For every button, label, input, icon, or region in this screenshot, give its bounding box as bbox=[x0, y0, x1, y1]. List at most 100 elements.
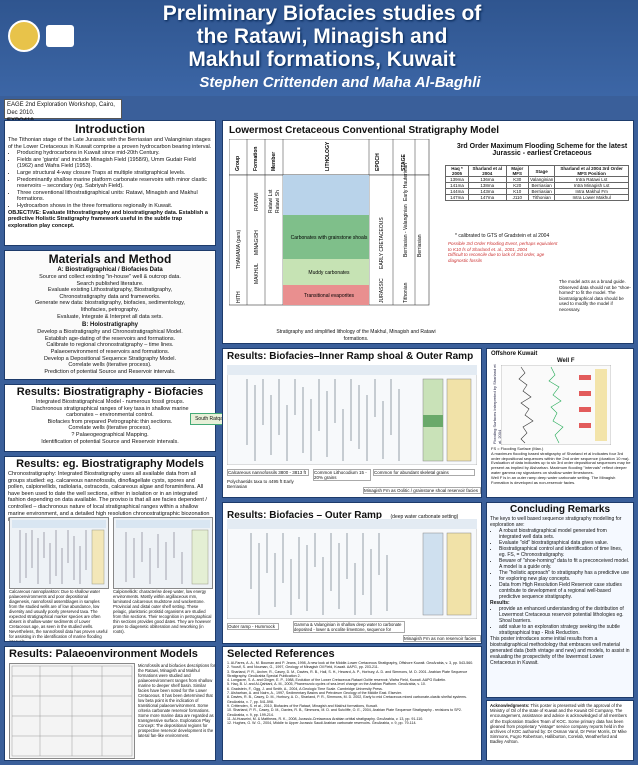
table-header-row: Haq * 2005 Sharland et al 2004 Major MFS… bbox=[444, 165, 629, 177]
list-item: Hydrocarbon shows in the three formation… bbox=[17, 203, 212, 210]
well-log-figure bbox=[501, 365, 611, 445]
outer-note-right: Minagish Fm as non reservoir facies bbox=[403, 635, 481, 642]
list-item: 12. Hughes, G. W. G., 2004, Middle to Up… bbox=[227, 721, 417, 726]
title-line-1: Preliminary Biofacies studies of bbox=[162, 2, 482, 25]
conclusions-intro: The keys to well based sequence stratigr… bbox=[490, 516, 622, 528]
results-models-panel: Results: eg. Biostratigraphy Models Chro… bbox=[4, 456, 216, 642]
header-lithology: LITHOLOGY bbox=[325, 141, 331, 171]
header-member: Member bbox=[271, 152, 277, 171]
stratigraphy-panel: Lowermost Cretaceous Conventional Strati… bbox=[222, 120, 634, 344]
column-header: Stage bbox=[528, 165, 556, 177]
list-item: Three conventional lithostratigraphical … bbox=[17, 190, 212, 203]
member-ratawi-sh: Ratawi Sh bbox=[275, 190, 281, 213]
intro-bullets: Producing hydrocarbons in Kuwait since m… bbox=[8, 150, 212, 209]
conclusions-results-label: Results: bbox=[490, 600, 510, 606]
list-item: Evaluate "old" biostratigraphical data g… bbox=[499, 540, 630, 546]
outer-ramp-panel: Results: Biofacies – Outer Ramp (deep wa… bbox=[222, 502, 482, 644]
stratigraphy-title: Lowermost Cretaceous Conventional Strati… bbox=[229, 125, 500, 136]
list-item: Source and collect existing "in-house" w… bbox=[39, 274, 181, 280]
shoal-highlight bbox=[423, 415, 443, 427]
zone-column bbox=[446, 532, 472, 616]
palaeo-title: Results: Palaeoenvironment Models bbox=[9, 648, 198, 660]
acknowledgments-body: This poster is presented with the approv… bbox=[490, 703, 627, 745]
conclusions-title: Concluding Remarks bbox=[509, 504, 611, 515]
header-stage: STAGE bbox=[401, 153, 407, 171]
methods-a-list: Source and collect existing "in-house" w… bbox=[5, 274, 215, 320]
list-item: Evaluate existing Lithostratigraphy, Bio… bbox=[47, 287, 173, 294]
stratigraphy-caption: Stratigraphy and simplified lithology of… bbox=[276, 329, 436, 342]
lithology-makhul bbox=[283, 259, 369, 285]
header-group: Group bbox=[235, 156, 241, 171]
table-cell: Berriasian bbox=[528, 182, 556, 189]
references-list: 1. Al-Fares, A. A., M. Bouman and P. Jea… bbox=[223, 661, 481, 725]
flood-annotation: Possible 3rd Order Flooding Event, perha… bbox=[448, 241, 558, 263]
list-item: ? Palaeogeographical Mapping. bbox=[71, 431, 149, 438]
table-cell: Valanginian bbox=[528, 176, 556, 183]
title-line-3: Makhul formations, Kuwait bbox=[188, 48, 456, 71]
inner-ramp-panel: Results: Biofacies–Inner Ramp shoal & Ou… bbox=[222, 348, 482, 498]
zone-column bbox=[595, 369, 607, 441]
list-item: A robust biostratigraphical model genera… bbox=[499, 528, 630, 540]
header-formation: Formation bbox=[253, 147, 259, 171]
offshore-title: Offshore Kuwait bbox=[491, 351, 538, 357]
introduction-text: The Tithonian stage of the Late Jurassic… bbox=[5, 137, 215, 229]
offshore-panel: Offshore Kuwait Well F Flooding Surfaces… bbox=[486, 348, 634, 498]
list-item: Diachronous stratigraphical ranges of ke… bbox=[31, 405, 189, 412]
flooding-scheme-table: Haq * 2005 Sharland et al 2004 Major MFS… bbox=[444, 165, 629, 201]
list-item: 2. Yousif, S. and Nouman, G., 1997, Geol… bbox=[227, 665, 379, 670]
caption-line: A maximum flooding based stratigraphy of… bbox=[491, 450, 631, 475]
outer-note-left: Outer ramp - Hummock bbox=[227, 623, 279, 630]
results-biostrat-title: Results: Biostratigraphy - Biofacies bbox=[16, 386, 204, 398]
list-item: carbonates – environmental control. bbox=[66, 412, 154, 419]
caption-line: Well F is in an outer ramp deep water ca… bbox=[491, 474, 616, 485]
table-cell: Intra Lower Makhul bbox=[554, 194, 629, 201]
methods-a-title: A: Biostratigraphical / Biofacies Data bbox=[57, 267, 163, 273]
acknowledgments-title: Acknowledgments: bbox=[490, 703, 530, 708]
poster-title: Preliminary Biofacies studies of the Rat… bbox=[112, 2, 532, 71]
table-cell: Tithonian bbox=[528, 194, 556, 201]
inner-ramp-legend-1: Calcareous nannofossils 3800 - 3813 ft bbox=[227, 469, 309, 476]
conclusions-closing: This poster introduces some initial resu… bbox=[490, 636, 630, 666]
range-lines bbox=[246, 379, 400, 461]
stage-berriasian-valanginian: Berriasian - Valanginian bbox=[403, 204, 409, 257]
zone-column bbox=[191, 529, 209, 585]
range-lines bbox=[125, 532, 183, 584]
column-header: Major MFS bbox=[505, 165, 530, 177]
fs-marker bbox=[579, 391, 591, 396]
title-line-2: the Ratawi, Minagish and bbox=[196, 25, 448, 48]
list-item: Biostratigraphical control and identific… bbox=[499, 546, 630, 558]
list-item: Palaeoenvironment of reservoirs and form… bbox=[50, 348, 170, 355]
list-item: Large structural 4-way closure Traps at … bbox=[17, 170, 212, 177]
inner-ramp-title: Results: Biofacies–Inner Ramp shoal & Ou… bbox=[227, 351, 474, 362]
nannofossil-chart-figure bbox=[9, 517, 109, 589]
list-item: 1. Al-Fares, A. A., M. Bouman and P. Jea… bbox=[227, 661, 474, 665]
list-item: Calibrate to regional chronostratigraphy… bbox=[46, 342, 174, 349]
list-item: 5. Haq, B. U. and Al-Qahtani, A. M., 200… bbox=[227, 682, 426, 687]
methods-title: Materials and Method bbox=[48, 252, 172, 266]
zone-column bbox=[91, 529, 105, 585]
group-thamama: THAMAMA (pars) bbox=[236, 229, 242, 269]
palaeo-model-table bbox=[11, 665, 133, 757]
column-header: Haq * 2005 bbox=[444, 165, 470, 177]
outer-note-mid: Gamma & Valanginian in shallow deep wate… bbox=[293, 621, 405, 633]
list-item: 4. Longacre, S. A. and Ginger, E. P., 19… bbox=[227, 678, 447, 683]
list-item: 7. Alsharhan, A. and Nairn, A., 1997, Se… bbox=[227, 691, 402, 696]
palaeo-side-text: Microfossils and biofacies descriptions … bbox=[138, 663, 216, 738]
list-item: Prediction of potential Source and Reser… bbox=[44, 368, 176, 375]
list-item: Biofacies from prepared Petrographic thi… bbox=[47, 418, 173, 425]
list-item: Identification of potential Source and R… bbox=[41, 438, 179, 445]
list-item: Fields are 'giants' and include Minagish… bbox=[17, 157, 212, 170]
inner-ramp-legend-4: Common for abundant skeletal grains bbox=[373, 469, 475, 476]
scheme-note: The model acts as a broad guide. Observe… bbox=[559, 279, 631, 312]
well-label: Well F bbox=[557, 358, 575, 364]
list-item: Search published literature. bbox=[76, 280, 144, 287]
chart-header-band bbox=[116, 520, 210, 528]
inner-ramp-legend-2: Polychaetids taxa to 4495 ft Early Berri… bbox=[227, 479, 294, 489]
lithology-minagish bbox=[283, 215, 369, 259]
nannofossil-range-chart bbox=[12, 520, 106, 585]
list-item: Chronostratigraphy data and frameworks. bbox=[59, 293, 161, 300]
poster-header: Preliminary Biofacies studies of the Rat… bbox=[0, 0, 638, 96]
column-header: Sharland et al 2004 bbox=[468, 165, 507, 177]
results-biostrat-list: Integrated Biostratigraphical Model - nu… bbox=[5, 399, 215, 445]
